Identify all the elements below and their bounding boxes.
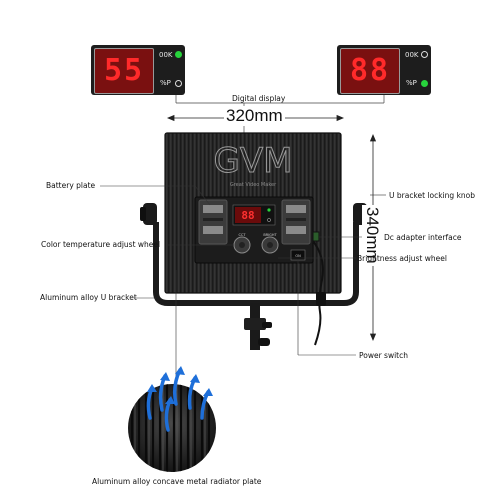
label-color-temp-wheel: Color temperature adjust wheel — [41, 240, 161, 249]
battery-plate-left-icon — [198, 199, 228, 245]
label-brightness-wheel: Brightness adjust wheel — [357, 254, 447, 263]
label-u-bracket-knob: U bracket locking knob — [389, 191, 476, 200]
panel-display-icon: 88 — [232, 204, 276, 226]
battery-plate-right-icon — [281, 199, 311, 245]
led-indicator-off — [175, 80, 182, 87]
label-battery-plate: Battery plate — [46, 181, 96, 190]
mode-label-percent: %P — [406, 79, 417, 87]
display-screen: 88 — [340, 48, 400, 94]
panel-brand-logo: GVM — [214, 141, 293, 181]
label-dc-adapter: Dc adapter interface — [384, 233, 462, 242]
knob-label-cct: CCT — [238, 233, 246, 237]
label-radiator-plate: Aluminum alloy concave metal radiator pl… — [92, 477, 262, 486]
callout-lines — [100, 185, 386, 384]
led-indicator-off — [421, 51, 428, 58]
dimension-width: 320mm — [224, 106, 285, 126]
bracket-knob-left-icon — [140, 203, 157, 225]
knob-label-bright: BRIGHT — [263, 233, 277, 237]
label-power-switch: Power switch — [359, 351, 409, 360]
svg-text:88: 88 — [241, 209, 254, 222]
display-digits: 55 — [103, 53, 145, 88]
dc-port-icon — [312, 231, 320, 242]
brightness-wheel-icon — [261, 236, 279, 254]
led-indicator-on — [421, 80, 428, 87]
digital-display-right: 88 00K %P — [337, 45, 431, 95]
led-indicator-on — [175, 51, 182, 58]
panel-brand-tagline: Great Video Maker — [230, 182, 277, 188]
mode-label-kelvin: 00K — [159, 51, 173, 59]
airflow-arrowheads-icon — [147, 366, 213, 404]
color-temperature-wheel-icon — [233, 236, 251, 254]
mode-label-percent: %P — [160, 79, 171, 87]
stand-mount-icon — [244, 303, 272, 350]
label-aluminum-bracket: Aluminum alloy U bracket — [40, 293, 137, 302]
display-digits: 88 — [349, 53, 391, 88]
label-digital-display: Digital display — [232, 94, 286, 103]
switch-label: ON — [295, 254, 301, 258]
display-screen: 55 — [94, 48, 154, 94]
mode-label-kelvin: 00K — [405, 51, 419, 59]
radiator-closeup — [128, 384, 216, 472]
digital-display-left: 55 00K %P — [91, 45, 185, 95]
